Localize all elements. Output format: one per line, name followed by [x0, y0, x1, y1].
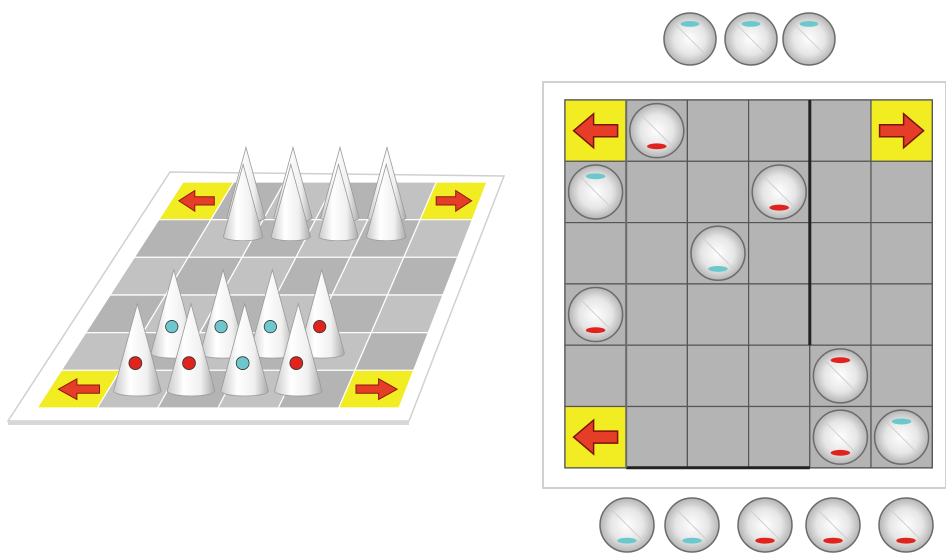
board-2d-square[interactable] [749, 223, 810, 284]
board-3d-edge [8, 421, 409, 425]
board-2d-square[interactable] [687, 284, 748, 345]
board-2d-square[interactable] [565, 223, 626, 284]
board-2d-square[interactable] [687, 407, 748, 468]
board-2d-square[interactable] [810, 100, 871, 161]
board-2d-square[interactable] [871, 223, 932, 284]
piece-mark-red [647, 143, 666, 149]
piece-mark-red [755, 538, 774, 544]
piece-mark-cyan [682, 538, 701, 544]
reserve-piece-red[interactable] [738, 498, 792, 552]
board-2d-square[interactable] [810, 161, 871, 222]
board-piece-red[interactable] [813, 410, 867, 464]
reserve-piece-cyan[interactable] [665, 498, 719, 552]
board-2d-view [543, 82, 946, 488]
board-2d-square[interactable] [687, 161, 748, 222]
cone-dot-cyan [264, 320, 276, 332]
reserve-piece-cyan[interactable] [783, 13, 835, 65]
piece-mark-cyan [681, 21, 700, 27]
piece-mark-cyan [892, 419, 911, 425]
reserve-top-tray [664, 13, 835, 65]
cone-dot-cyan [166, 320, 178, 332]
board-2d-square[interactable] [626, 223, 687, 284]
piece-mark-red [831, 450, 850, 456]
board-2d-square[interactable] [687, 345, 748, 406]
cone-dot-red [183, 357, 196, 370]
board-piece-red[interactable] [813, 349, 867, 403]
piece-mark-cyan [586, 173, 605, 179]
board-2d-square[interactable] [871, 345, 932, 406]
cone-dot-red [290, 357, 303, 370]
cone-dot-cyan [215, 320, 227, 332]
board-2d-square[interactable] [749, 100, 810, 161]
board-2d-square[interactable] [749, 407, 810, 468]
piece-mark-cyan [742, 21, 761, 27]
board-2d-square[interactable] [626, 284, 687, 345]
reserve-piece-cyan[interactable] [600, 498, 654, 552]
board-2d-square[interactable] [871, 284, 932, 345]
cone-dot-red [313, 320, 325, 332]
cone-dot-red [129, 357, 142, 370]
board-2d-square[interactable] [626, 161, 687, 222]
piece-mark-cyan [800, 21, 819, 27]
board-2d-square[interactable] [749, 284, 810, 345]
board-2d-square[interactable] [565, 345, 626, 406]
board-2d-square[interactable] [626, 407, 687, 468]
piece-mark-red [586, 327, 605, 333]
board-piece-red[interactable] [630, 104, 684, 158]
piece-mark-red [769, 205, 788, 211]
board-piece-red[interactable] [569, 288, 623, 342]
piece-mark-red [896, 538, 915, 544]
reserve-piece-cyan[interactable] [664, 13, 716, 65]
board-2d-square[interactable] [687, 100, 748, 161]
reserve-bottom-tray [600, 498, 933, 552]
reserve-piece-cyan[interactable] [725, 13, 777, 65]
board-3d-view [8, 147, 504, 425]
cone-dot-cyan [236, 357, 249, 370]
board-piece-cyan[interactable] [569, 165, 623, 219]
piece-mark-red [823, 538, 842, 544]
board-2d-square[interactable] [626, 345, 687, 406]
piece-mark-cyan [617, 538, 636, 544]
board-2d-square[interactable] [810, 284, 871, 345]
board-2d-square[interactable] [871, 161, 932, 222]
reserve-piece-red[interactable] [806, 498, 860, 552]
board-2d-square[interactable] [810, 223, 871, 284]
piece-mark-cyan [708, 266, 727, 272]
board-piece-red[interactable] [752, 165, 806, 219]
reserve-piece-red[interactable] [879, 498, 933, 552]
board-piece-cyan[interactable] [691, 226, 745, 280]
board-2d-square[interactable] [749, 345, 810, 406]
board-piece-cyan[interactable] [875, 410, 929, 464]
piece-mark-red [831, 357, 850, 363]
